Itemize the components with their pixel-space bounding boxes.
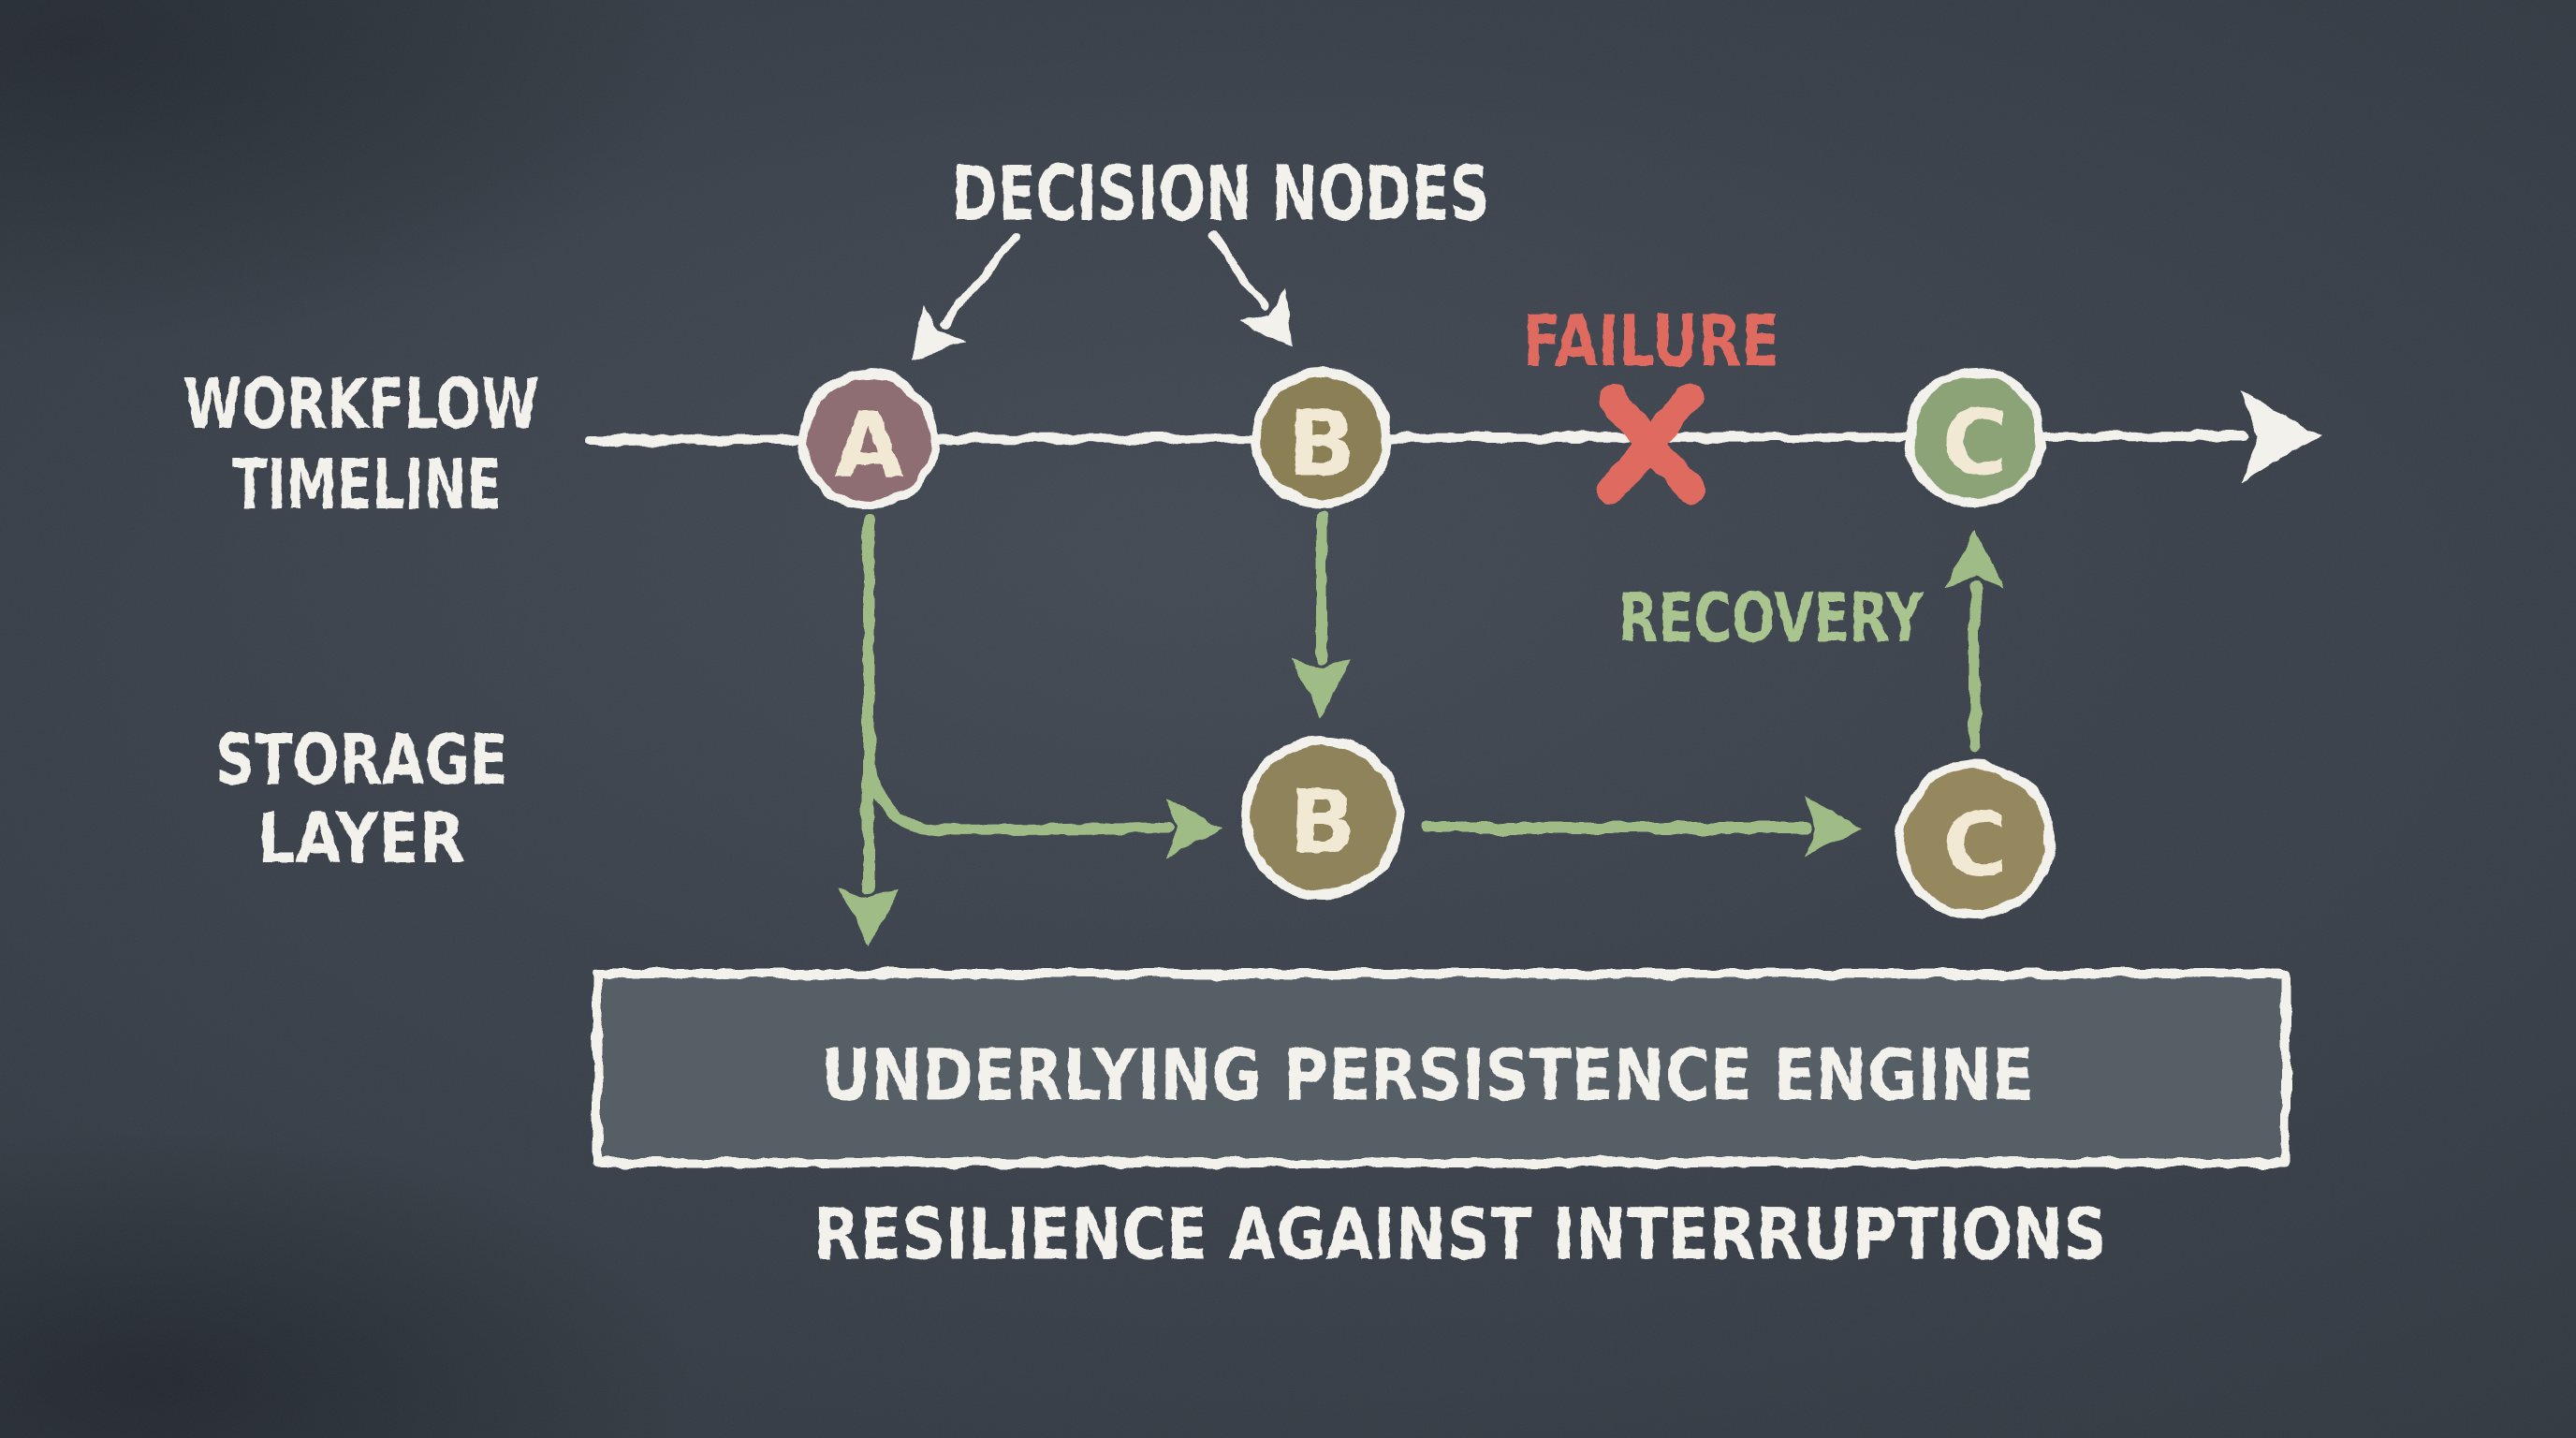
persistence-engine-label: UNDERLYING PERSISTENCE ENGINE (821, 1034, 2034, 1117)
storage-layer-label-line1: STORAGE (215, 720, 507, 800)
recovery-label: RECOVERY (1618, 579, 1925, 657)
storage-layer-label-line2: LAYER (257, 799, 465, 879)
node-storage-c-letter: C (1943, 795, 2008, 897)
node-timeline-c-letter: C (1942, 390, 2008, 495)
node-storage-c (1895, 760, 2055, 919)
node-timeline-b-letter: B (1287, 391, 1355, 496)
arrow-a-branch-to-storage-b (863, 740, 1224, 859)
node-timeline-c (1905, 367, 2045, 507)
failure-label: FAILURE (1523, 300, 1779, 383)
page-title: DECISION NODES (952, 151, 1490, 238)
node-timeline-b (1251, 368, 1392, 508)
failure-x-icon (1596, 383, 1705, 506)
title-arrow-left-icon (912, 231, 1021, 362)
title-arrow-right-icon (1208, 229, 1292, 347)
workflow-timeline-label-line2: TIMELINE (232, 445, 502, 525)
node-storage-b-letter: B (1289, 772, 1356, 874)
workflow-timeline-label-line1: WORKFLOW (183, 364, 539, 445)
caption: RESILIENCE AGAINST INTERRUPTIONS (813, 1193, 2107, 1276)
node-storage-b (1241, 736, 1404, 899)
node-timeline-a-letter: A (834, 393, 903, 498)
persistence-engine-box (593, 969, 2291, 1167)
node-timeline-a (798, 370, 939, 510)
